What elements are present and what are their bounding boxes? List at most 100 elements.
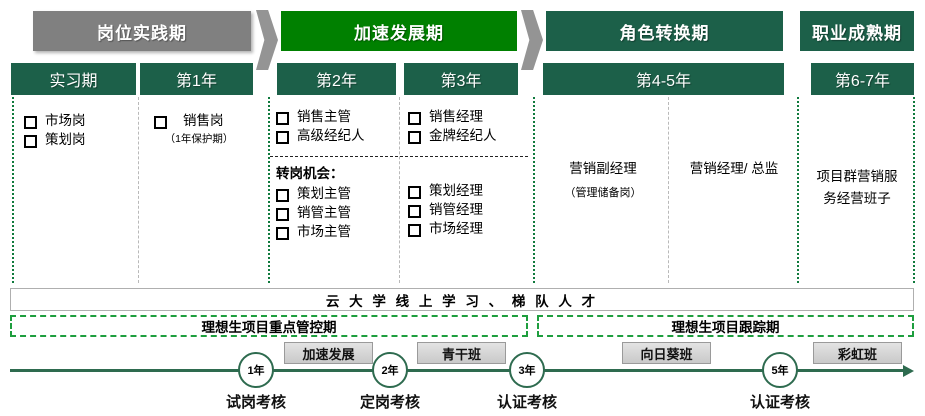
gate-label-2: 定岗考核 [320,391,460,412]
list-item-label: 市场主管 [297,224,351,239]
list-item-label: 策划岗 [45,132,86,147]
year-label-y1: 第1年 [176,73,217,90]
column-y4-content: 营销副经理 （管理储备岗） [540,158,666,200]
column-y2-top: 销售主管 高级经纪人 [276,108,394,146]
column-y3-transfer: 策划经理 销管经理 市场经理 [408,182,526,239]
checkbox-icon [408,224,421,237]
checkbox-icon [408,205,421,218]
phase-title-role: 角色转换期 [619,23,710,43]
year-bar-y45: 第4-5年 [543,63,784,95]
year-label-y3: 第3年 [440,73,482,90]
rail-y5-y67 [797,97,799,283]
timeline-arrowhead-icon [903,365,914,377]
column-y2-transfer: 转岗机会： 策划主管 销管主管 市场主管 [276,162,394,242]
rail-intern-y1 [138,97,139,283]
year-bar-y3: 第3年 [404,63,518,95]
transfer-section-divider [270,156,528,157]
timeline-node-year: 3年 [518,365,536,377]
band-online-learning: 云 大 学 线 上 学 习 、 梯 队 人 才 [10,288,914,311]
role-note-reserve-post: （管理储备岗） [564,187,642,199]
role-title-line-2: 务经营班子 [823,191,891,206]
list-item-label: 金牌经纪人 [429,128,497,143]
list-item: 销售主管 [276,108,394,125]
list-item: 销管经理 [408,201,526,218]
timeline-node-year: 2年 [381,365,399,377]
phase-title-practice: 岗位实践期 [97,23,187,43]
checkbox-icon [276,131,289,144]
checkbox-icon [154,116,167,129]
year-label-y45: 第4-5年 [635,73,692,90]
band-online-learning-label: 云 大 学 线 上 学 习 、 梯 队 人 才 [325,293,599,309]
timeline-node-2[interactable]: 2年 [372,352,408,388]
list-item: 市场岗 [24,112,134,129]
list-item: 销售岗 [150,112,262,129]
checkbox-icon [276,189,289,202]
list-item-label: 高级经纪人 [297,128,365,143]
timeline-node-year: 1年 [247,365,265,377]
chip-label: 向日葵班 [640,346,693,362]
phase-banner-accelerate: 加速发展期 [281,11,517,51]
list-item: 金牌经纪人 [408,127,526,144]
year-bar-y67: 第6-7年 [811,63,914,95]
band-tracking-period: 理想生项目跟踪期 [537,315,914,337]
list-item: 市场经理 [408,220,526,237]
transfer-opportunity-title: 转岗机会： [276,166,344,181]
year-bar-intern: 实习期 [11,63,136,95]
gate-label-1: 试岗考核 [186,391,326,412]
checkbox-icon [24,116,37,129]
role-title-marketing-director: 营销经理/ 总监 [689,161,779,176]
list-item: 高级经纪人 [276,127,394,144]
checkbox-icon [408,186,421,199]
year-label-y67: 第6-7年 [834,73,891,90]
checkbox-icon [276,208,289,221]
column-y5-content: 营销经理/ 总监 [672,158,796,180]
list-item-label: 策划主管 [297,186,351,201]
list-item: 策划岗 [24,131,134,148]
list-item-label: 市场岗 [45,113,86,128]
gate-label-text: 试岗考核 [225,394,286,411]
chip-label: 彩虹班 [837,346,877,362]
list-item-label: 策划经理 [429,183,483,198]
list-item: 销售经理 [408,108,526,125]
list-item: 策划经理 [408,182,526,199]
year-label-intern: 实习期 [49,73,98,90]
chip-label: 青干班 [441,346,481,362]
year-label-y2: 第2年 [316,73,357,90]
list-item-label: 销管主管 [297,205,351,220]
list-item-label: 销售岗 [183,113,224,128]
timeline-axis [10,369,905,372]
list-item: 策划主管 [276,185,394,202]
rail-y4-y5 [668,97,669,283]
year-bar-y1: 第1年 [140,63,253,95]
phase-banner-practice: 岗位实践期 [33,11,251,51]
chip-caihong-ban[interactable]: 彩虹班 [813,342,902,364]
rail-left-intern [12,97,14,283]
gate-label-5: 认证考核 [710,391,850,412]
checkbox-icon [24,135,37,148]
chip-label: 加速发展 [302,346,355,362]
chip-jiasu-fazhan[interactable]: 加速发展 [284,342,373,364]
timeline-node-5[interactable]: 5年 [762,352,798,388]
band-control-period-label: 理想生项目重点管控期 [201,320,337,335]
rail-y2-y3 [399,97,400,283]
list-item: 销管主管 [276,204,394,221]
role-title-deputy-manager: 营销副经理 [569,161,637,176]
phase-title-accelerate: 加速发展期 [354,23,444,43]
checkbox-icon [408,131,421,144]
rail-y3-y4 [533,97,535,283]
timeline-node-3[interactable]: 3年 [509,352,545,388]
phase-title-mature: 职业成熟期 [812,23,902,43]
chip-xiangrikui-ban[interactable]: 向日葵班 [622,342,711,364]
timeline-node-1[interactable]: 1年 [238,352,274,388]
transition-arrow-1-icon [256,10,278,70]
protection-period-note: （1年保护期） [164,133,234,145]
gate-label-text: 定岗考核 [359,394,420,411]
column-y1-content: 销售岗 （1年保护期） [150,112,262,146]
gate-label-text: 认证考核 [496,394,557,411]
checkbox-icon [276,227,289,240]
chip-qinggan-ban[interactable]: 青干班 [417,342,506,364]
rail-right-edge [913,97,915,283]
checkbox-icon [276,112,289,125]
column-y3-top: 销售经理 金牌经纪人 [408,108,526,146]
